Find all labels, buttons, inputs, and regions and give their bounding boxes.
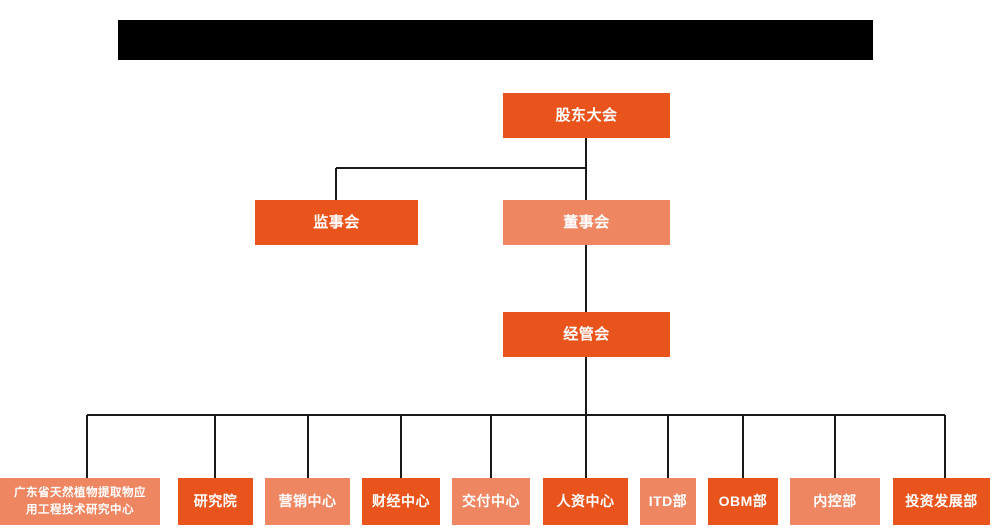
node-dept-marketing-center[interactable]: 营销中心 xyxy=(265,478,350,525)
node-board-of-directors[interactable]: 董事会 xyxy=(503,200,670,245)
node-dept-internal-control[interactable]: 内控部 xyxy=(790,478,880,525)
node-dept-hr-center[interactable]: 人资中心 xyxy=(543,478,628,525)
node-shareholders-meeting[interactable]: 股东大会 xyxy=(503,93,670,138)
node-dept-research-institute[interactable]: 研究院 xyxy=(178,478,253,525)
node-dept-itd[interactable]: ITD部 xyxy=(640,478,696,525)
node-dept-investment-development[interactable]: 投资发展部 xyxy=(893,478,990,525)
node-dept-research-center[interactable]: 广东省天然植物提取物应 用工程技术研究中心 xyxy=(0,478,160,525)
node-dept-finance-center[interactable]: 财经中心 xyxy=(362,478,440,525)
node-management-committee[interactable]: 经管会 xyxy=(503,312,670,357)
node-dept-delivery-center[interactable]: 交付中心 xyxy=(452,478,530,525)
node-board-of-supervisors[interactable]: 监事会 xyxy=(255,200,418,245)
redaction-bar xyxy=(118,20,873,60)
node-dept-obm[interactable]: OBM部 xyxy=(708,478,778,525)
